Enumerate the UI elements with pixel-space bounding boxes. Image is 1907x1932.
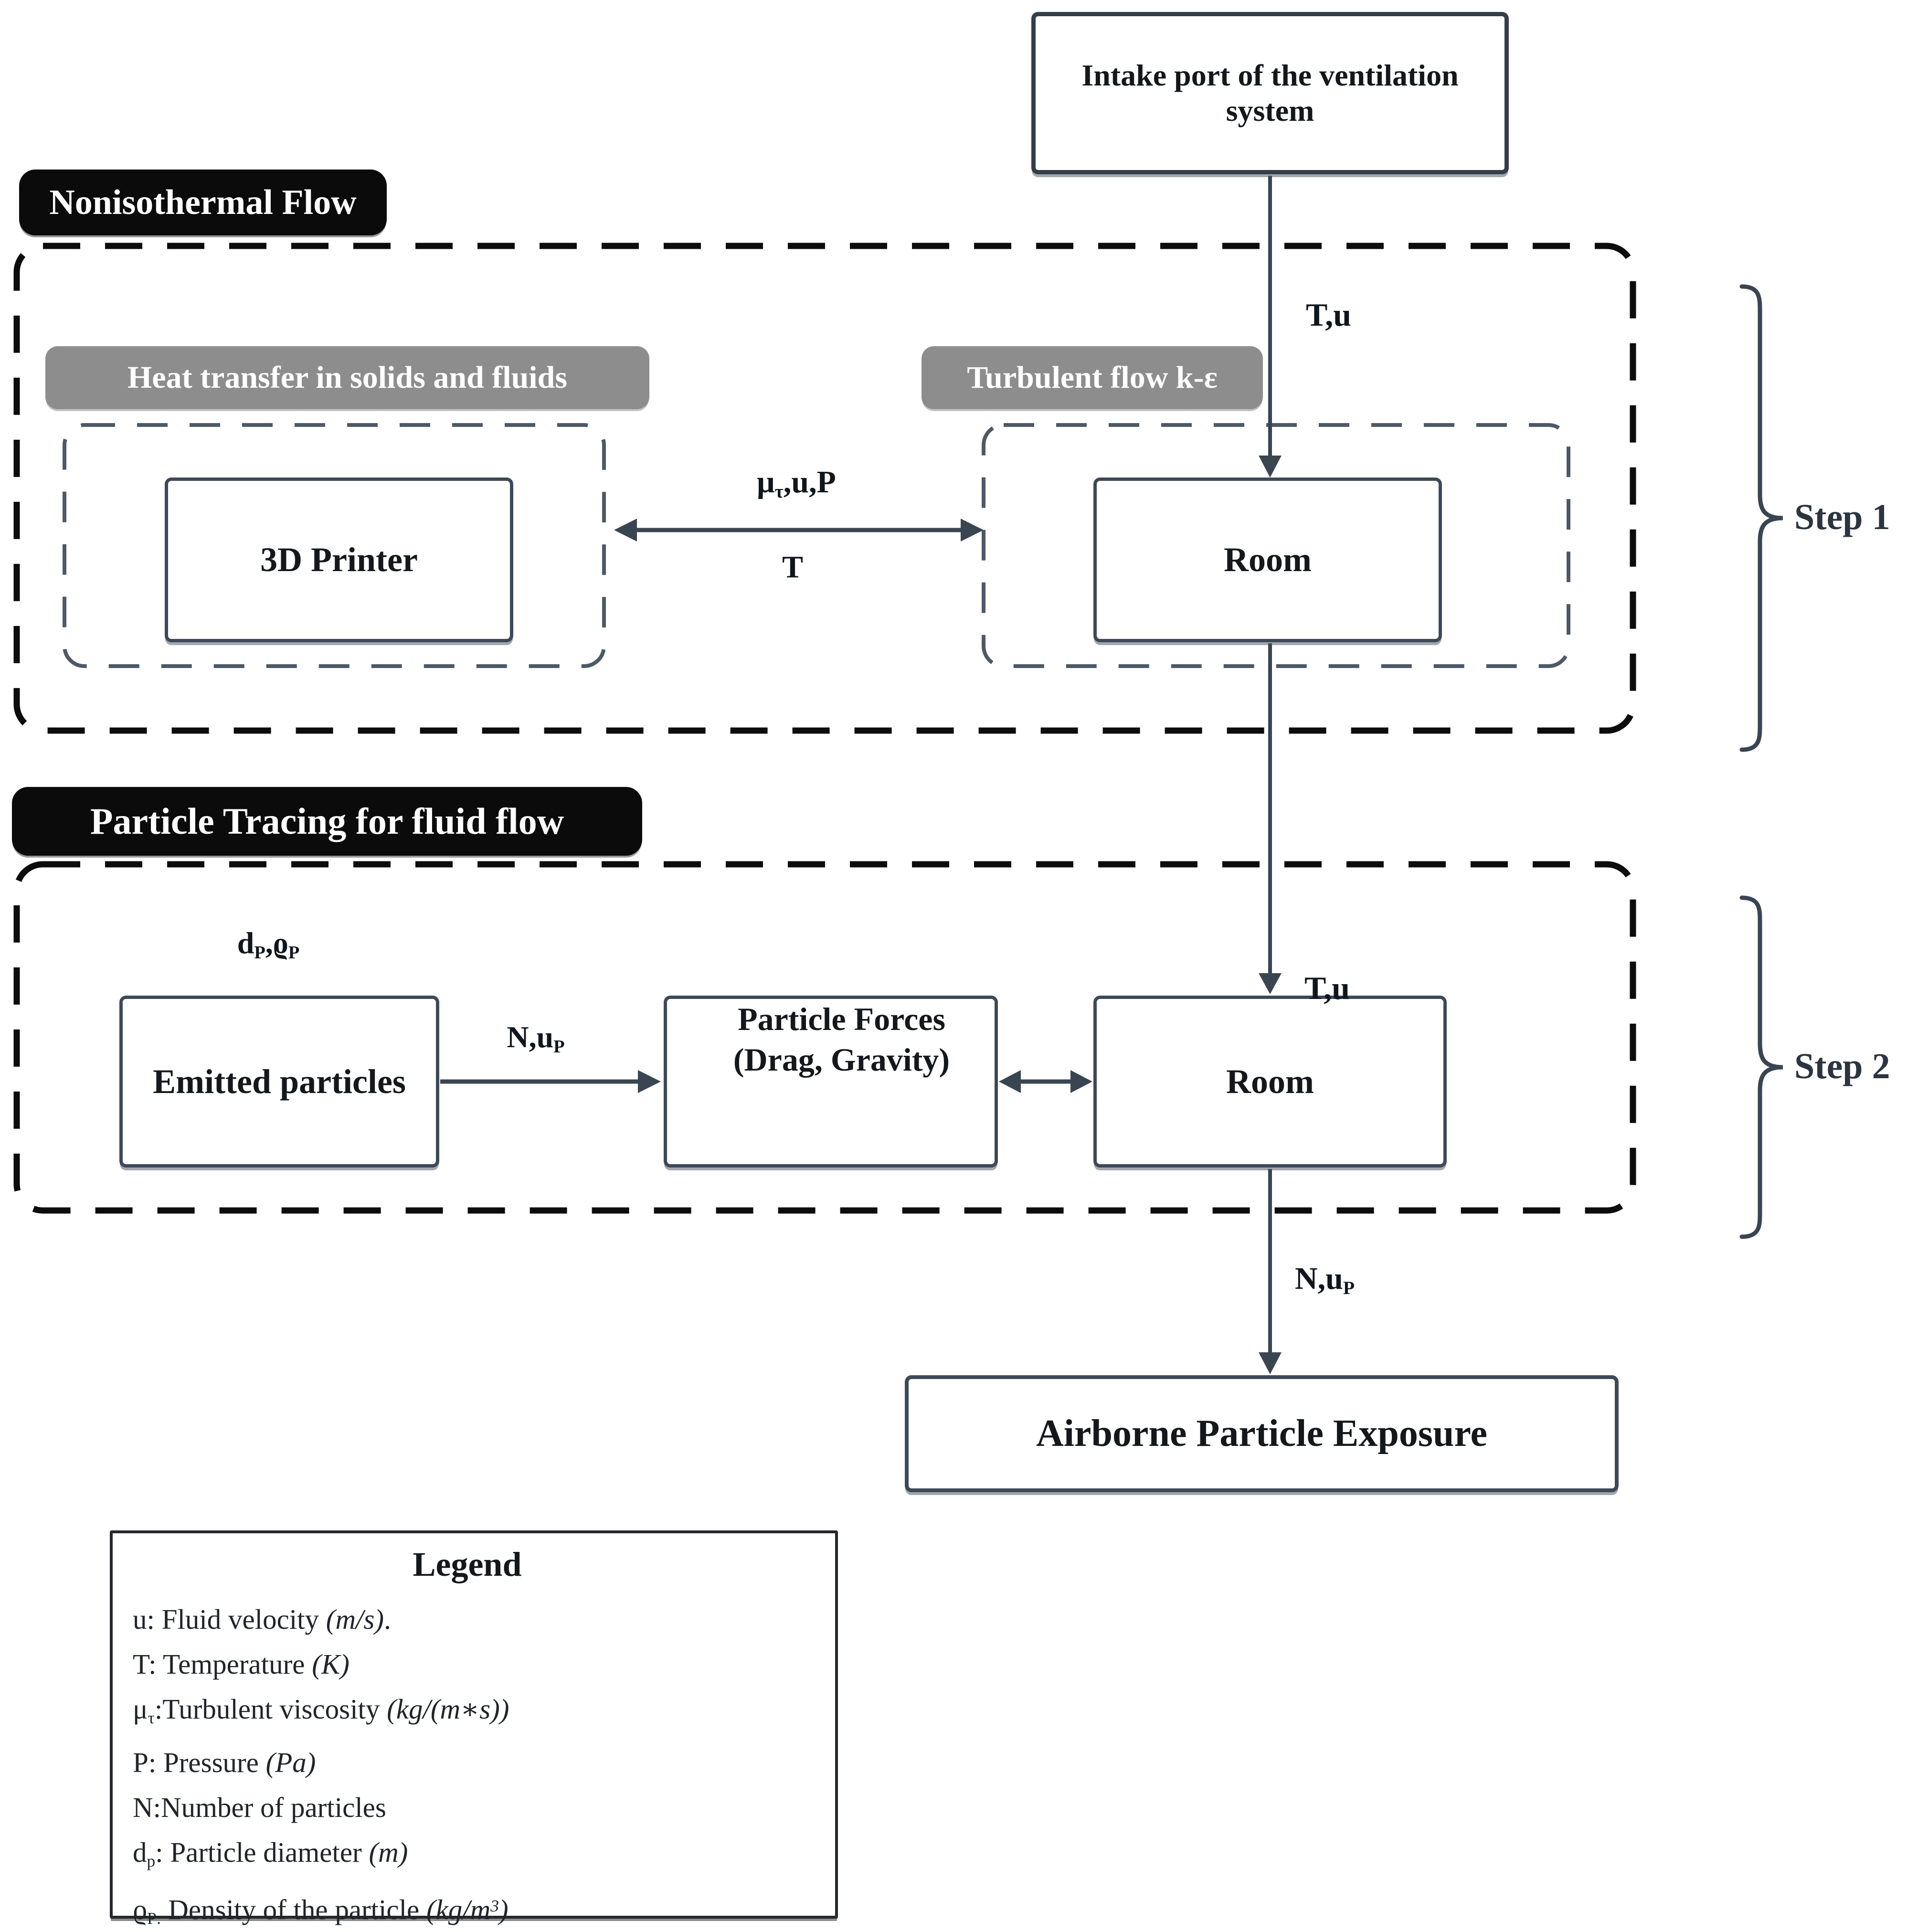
legend-t-text: T: Temperature xyxy=(133,1648,312,1680)
node-particle-forces: Particle Forces (Drag, Gravity) xyxy=(664,996,998,1168)
legend-entry-mu: μτ:Turbulent viscosity (kg/(m∗s)) xyxy=(133,1687,821,1740)
legend-entry-p: P: Pressure (Pa) xyxy=(133,1740,821,1785)
arrowhead-forces-right xyxy=(1070,1070,1092,1093)
legend-rho-unit2: ) xyxy=(499,1893,509,1925)
nup2-subscript: P xyxy=(1343,1277,1355,1299)
arrowhead-forces xyxy=(638,1070,661,1093)
dp-subscript: P xyxy=(254,942,265,963)
nup1-subscript: P xyxy=(553,1036,565,1057)
rho-subscript: P xyxy=(288,942,300,963)
node-room-step2: Room xyxy=(1093,996,1447,1168)
legend-dp-unit: (m) xyxy=(369,1836,408,1868)
arrowhead-intake-to-room xyxy=(1259,456,1282,478)
nup1-main: N,u xyxy=(507,1020,554,1054)
arrowhead-room2 xyxy=(1259,973,1282,994)
step1-label: Step 1 xyxy=(1794,497,1890,537)
legend-rho-text: Density of the particle xyxy=(161,1893,426,1925)
legend-mu-text: :Turbulent viscosity xyxy=(154,1693,387,1725)
dp-symbol: d xyxy=(237,926,254,960)
legend-title: Legend xyxy=(413,1545,522,1583)
edge-label-tu-top: T,u xyxy=(1306,297,1352,333)
mu-rest: ,u,P xyxy=(783,465,836,499)
legend-entry-dp: dp: Particle diameter (m) xyxy=(133,1830,821,1883)
rho-symbol: ,ϱ xyxy=(265,926,288,960)
section-label-nonisothermal-flow: Nonisothermal Flow xyxy=(19,170,387,235)
legend-rho-subscript: P: xyxy=(147,1908,161,1928)
legend-entry-u: u: Fluid velocity (m/s). xyxy=(133,1597,821,1642)
legend-rho-sup: 3 xyxy=(490,1896,499,1915)
edge-label-tu-mid: T,u xyxy=(1304,970,1350,1006)
mu-subscript: τ xyxy=(774,481,784,502)
legend-entry-rho: ϱP: Density of the particle (kg/m3) xyxy=(133,1883,821,1932)
step1-brace xyxy=(1739,284,1783,752)
printer-dashed-box xyxy=(63,423,606,668)
arrowhead-printer-left xyxy=(614,519,637,541)
legend-box: Legend u: Fluid velocity (m/s). T: Tempe… xyxy=(110,1530,838,1928)
legend-p-unit: (Pa) xyxy=(265,1746,316,1778)
edge-label-nup-2: N,uP xyxy=(1295,1261,1355,1299)
legend-u-text: u: Fluid velocity xyxy=(133,1603,326,1635)
legend-rho-unit: (kg/m xyxy=(426,1893,491,1925)
legend-dp-text: : Particle diameter xyxy=(155,1836,369,1868)
legend-entry-t: T: Temperature (K) xyxy=(133,1642,821,1687)
legend-rho-symbol: ϱ xyxy=(133,1893,148,1925)
step2-label: Step 2 xyxy=(1794,1046,1890,1086)
legend-n-text: N:Number of particles xyxy=(133,1791,386,1823)
mu-symbol: μ xyxy=(757,465,775,499)
particle-forces-line1: Particle Forces xyxy=(738,1001,945,1037)
legend-entry-n: N:Number of particles xyxy=(133,1785,821,1830)
legend-u-unit: (m/s) xyxy=(326,1603,384,1635)
node-airborne-exposure: Airborne Particle Exposure xyxy=(905,1375,1619,1492)
edge-label-dp-rhop: dP,ϱP xyxy=(237,925,300,963)
arrowhead-airborne xyxy=(1259,1352,1282,1374)
legend-mu-unit: (kg/(m∗s)) xyxy=(387,1693,509,1725)
legend-u-post: . xyxy=(384,1603,391,1635)
node-3d-printer: 3D Printer xyxy=(165,478,513,642)
step2-dashed-region xyxy=(13,861,1636,1214)
legend-mu-subscript: τ xyxy=(148,1708,155,1727)
node-emitted-particles: Emitted particles xyxy=(119,996,439,1168)
section-label-turbulent-flow: Turbulent flow k-ε xyxy=(922,346,1263,409)
room-dashed-box xyxy=(982,423,1570,668)
arrowhead-forces-left xyxy=(999,1070,1021,1093)
edge-label-t: T xyxy=(782,550,804,584)
legend-dp-subscript: p xyxy=(147,1851,156,1870)
node-intake-port: Intake port of the ventilation system xyxy=(1031,12,1509,174)
section-label-heat-transfer: Heat transfer in solids and fluids xyxy=(45,346,649,409)
edge-label-mu-u-p: μτ,u,P xyxy=(757,464,836,502)
particle-forces-line2: (Drag, Gravity) xyxy=(733,1041,950,1078)
step1-dashed-region xyxy=(13,243,1636,734)
step2-brace xyxy=(1739,895,1783,1239)
arrowhead-printer-right xyxy=(961,519,984,541)
legend-dp-symbol: d xyxy=(133,1836,147,1868)
legend-t-unit: (K) xyxy=(312,1648,350,1680)
section-label-particle-tracing: Particle Tracing for fluid flow xyxy=(12,787,642,856)
node-room-step1: Room xyxy=(1093,478,1442,642)
legend-mu-symbol: μ xyxy=(133,1693,148,1725)
edge-label-nup-1: N,uP xyxy=(507,1019,564,1057)
nup2-main: N,u xyxy=(1295,1261,1343,1296)
legend-p-text: P: Pressure xyxy=(133,1746,266,1778)
